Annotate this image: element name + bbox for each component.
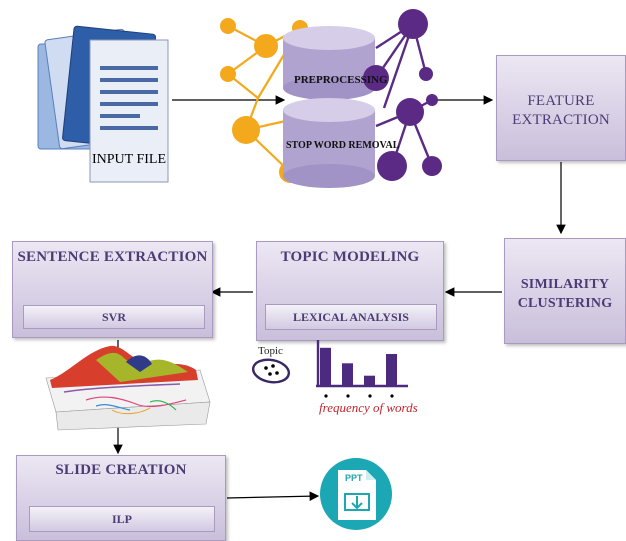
- arrow-slide-to-ppt: [226, 491, 320, 501]
- input-file-label: INPUT FILE: [92, 152, 167, 167]
- frequency-bar: [386, 354, 397, 385]
- slide-creation-box: SLIDE CREATION ILP: [16, 455, 226, 541]
- ilp-box: ILP: [29, 506, 215, 532]
- topic-modeling-box: TOPIC MODELING LEXICAL ANALYSIS: [256, 241, 444, 341]
- topic-label: Topic: [258, 345, 283, 357]
- similarity-line1: SIMILARITY: [520, 277, 610, 292]
- sentence-extraction-title: SENTENCE EXTRACTION: [17, 249, 208, 265]
- stopword-removal-label: STOP WORD REMOVAL: [286, 140, 400, 151]
- sentence-extraction-box: SENTENCE EXTRACTION SVR: [12, 241, 213, 338]
- frequency-bar: [342, 363, 353, 385]
- topic-modeling-title: TOPIC MODELING: [280, 249, 420, 265]
- lexical-analysis-box: LEXICAL ANALYSIS: [265, 304, 437, 330]
- similarity-line2: CLUSTERING: [517, 296, 613, 311]
- frequency-caption: frequency of words: [319, 400, 418, 415]
- ppt-label: PPT: [345, 473, 363, 483]
- feature-extraction-line2: EXTRACTION: [512, 112, 610, 128]
- svr-box: SVR: [23, 305, 205, 329]
- feature-extraction-line1: FEATURE: [527, 93, 595, 109]
- feature-extraction-box: FEATURE EXTRACTION: [496, 55, 626, 161]
- database-cylinder-icon: [283, 26, 375, 188]
- preprocessing-label: PREPROCESSING: [294, 74, 388, 86]
- slide-creation-title: SLIDE CREATION: [55, 462, 187, 478]
- frequency-bar: [364, 375, 375, 385]
- frequency-bar: [320, 347, 331, 385]
